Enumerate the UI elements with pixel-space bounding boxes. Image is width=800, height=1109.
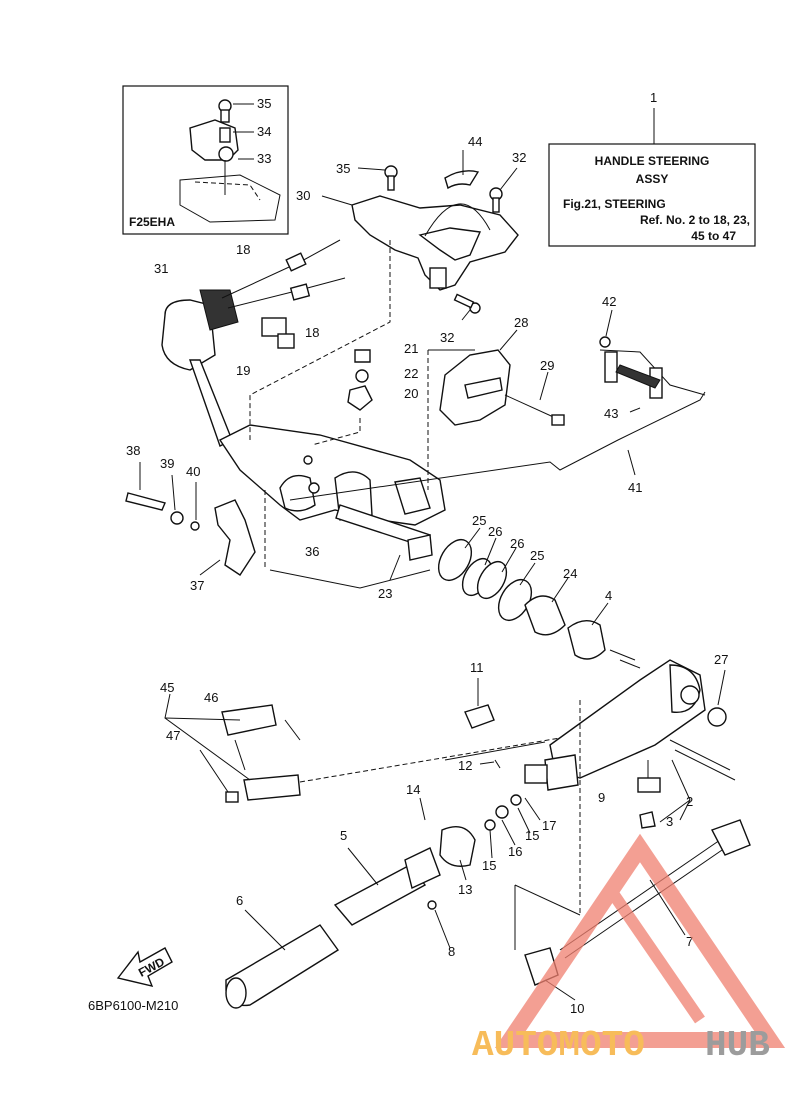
inset-label: F25EHA — [129, 215, 175, 229]
callout-46: 46 — [204, 690, 218, 705]
callout-15b: 15 — [525, 828, 539, 843]
callout-7: 7 — [686, 934, 693, 949]
callout-43: 43 — [604, 406, 618, 421]
callout-9: 9 — [598, 790, 605, 805]
callout-32a: 32 — [512, 150, 526, 165]
callout-22: 22 — [404, 366, 418, 381]
callout-45: 45 — [160, 680, 174, 695]
callout-15a: 15 — [482, 858, 496, 873]
shift-rod — [289, 309, 706, 501]
tiller-parts — [428, 329, 565, 426]
callout-47: 47 — [166, 728, 180, 743]
callout-numbers: 2 3 4 5 6 7 8 9 10 11 12 13 14 15 15 16 … — [126, 134, 728, 1016]
callout-16: 16 — [508, 844, 522, 859]
callout-8: 8 — [448, 944, 455, 959]
callout-42: 42 — [602, 294, 616, 309]
callout-28: 28 — [514, 315, 528, 330]
callout-6: 6 — [236, 893, 243, 908]
callout-5: 5 — [340, 828, 347, 843]
callout-32b: 32 — [440, 330, 454, 345]
callout-25b: 25 — [530, 548, 544, 563]
callout-10: 10 — [570, 1001, 584, 1016]
callout-1: 1 — [650, 90, 657, 105]
throttle-grip — [161, 239, 346, 447]
left-fasteners — [125, 462, 256, 576]
callout-30: 30 — [296, 188, 310, 203]
fwd-arrow: FWD — [116, 947, 173, 987]
callout-20: 20 — [404, 386, 418, 401]
callout-17: 17 — [542, 818, 556, 833]
steering-bracket — [218, 240, 446, 589]
callout-38: 38 — [126, 443, 140, 458]
callout-31: 31 — [154, 261, 168, 276]
callout-18a: 18 — [236, 242, 250, 257]
swivel-bracket — [524, 649, 736, 829]
info-note-1: Fig.21, STEERING — [563, 197, 666, 211]
info-title-1: HANDLE STEERING — [595, 154, 710, 168]
shaft-rings — [389, 527, 609, 660]
callout-37: 37 — [190, 578, 204, 593]
callout-39: 39 — [160, 456, 174, 471]
inset-callout-34: 34 — [257, 124, 271, 139]
drawing-code: 6BP6100-M210 — [88, 998, 178, 1013]
cover-assembly — [321, 150, 519, 321]
callout-14: 14 — [406, 782, 420, 797]
callout-13: 13 — [458, 882, 472, 897]
callout-26a: 26 — [488, 524, 502, 539]
callout-35: 35 — [336, 161, 350, 176]
callout-44: 44 — [468, 134, 482, 149]
info-note-3: 45 to 47 — [691, 229, 736, 243]
callout-21: 21 — [404, 341, 418, 356]
callout-25a: 25 — [472, 513, 486, 528]
info-note-2: Ref. No. 2 to 18, 23, — [640, 213, 750, 227]
callout-12: 12 — [458, 758, 472, 773]
inset-callout-33: 33 — [257, 151, 271, 166]
callout-11: 11 — [470, 660, 484, 675]
inset-callout-35: 35 — [257, 96, 271, 111]
callout-36: 36 — [305, 544, 319, 559]
stop-switch — [164, 678, 561, 803]
callout-4: 4 — [605, 588, 612, 603]
callout-41: 41 — [628, 480, 642, 495]
callout-29: 29 — [540, 358, 554, 373]
info-title-2: ASSY — [636, 172, 669, 186]
watermark-text-hub: HUB — [705, 1025, 770, 1066]
callout-18b: 18 — [305, 325, 319, 340]
callout-3: 3 — [666, 814, 673, 829]
callout-19: 19 — [236, 363, 250, 378]
callout-27: 27 — [714, 652, 728, 667]
callout-2: 2 — [686, 794, 693, 809]
callout-24: 24 — [563, 566, 577, 581]
watermark-text-auto: AUTOMOTO — [472, 1025, 645, 1066]
inset-box: F25EHA 35 34 33 — [122, 85, 289, 235]
callout-40: 40 — [186, 464, 200, 479]
callout-23: 23 — [378, 586, 392, 601]
throttle-parts — [225, 700, 751, 1009]
info-box: 1 HANDLE STEERING ASSY Fig.21, STEERING … — [548, 90, 756, 247]
callout-26b: 26 — [510, 536, 524, 551]
watermark-logo: AUTOMOTO HUB — [472, 833, 786, 1066]
